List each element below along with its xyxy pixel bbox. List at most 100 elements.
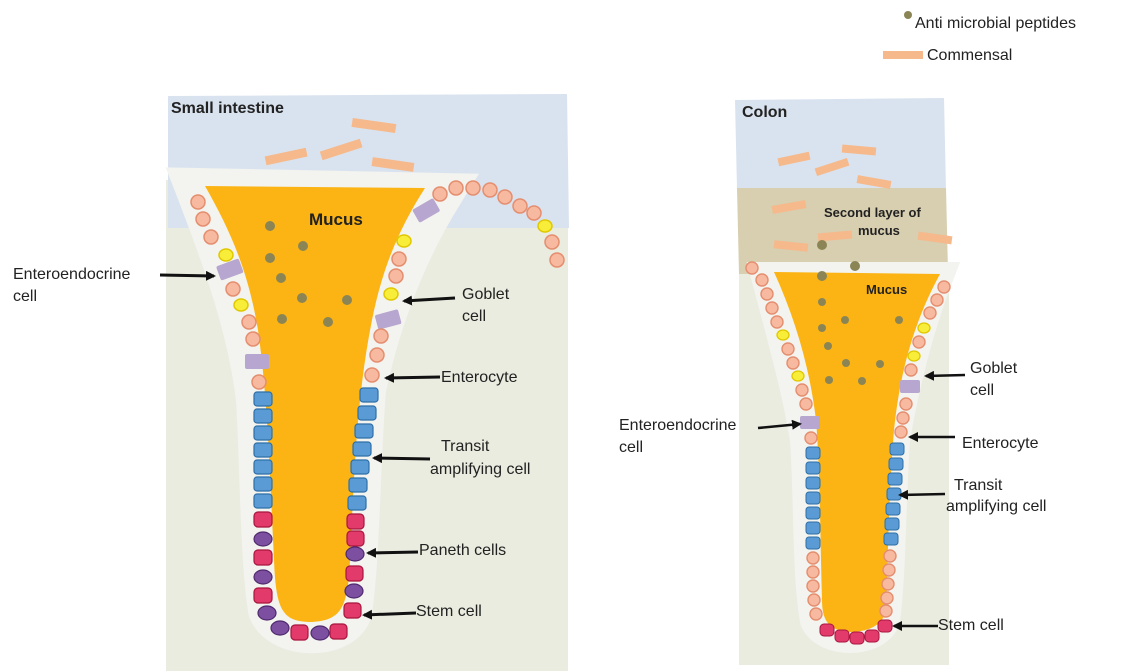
enterocyte-cell bbox=[545, 235, 559, 249]
si-enteroendocrine-arrow bbox=[160, 275, 214, 276]
enterocyte-cell bbox=[246, 332, 260, 346]
enterocyte-cell bbox=[905, 364, 917, 376]
transit-amplifying-cell bbox=[886, 503, 900, 515]
colon-peptide bbox=[858, 377, 866, 385]
enterocyte-cell bbox=[924, 307, 936, 319]
enterocyte-cell bbox=[931, 294, 943, 306]
stem-cell bbox=[850, 632, 864, 644]
enterocyte-cell bbox=[204, 230, 218, 244]
transit-amplifying-cell bbox=[254, 409, 272, 423]
enterocyte-cell bbox=[895, 426, 907, 438]
si-peptide bbox=[297, 293, 307, 303]
enterocyte-cell bbox=[808, 594, 820, 606]
stem-cell bbox=[254, 512, 272, 527]
legend-commensal-label: Commensal bbox=[927, 46, 1012, 65]
goblet-cell bbox=[777, 330, 789, 340]
si-transit-label-2: amplifying cell bbox=[430, 460, 530, 479]
legend-amp-label: Anti microbial peptides bbox=[915, 14, 1076, 33]
transit-amplifying-cell bbox=[349, 478, 367, 492]
transit-amplifying-cell bbox=[353, 442, 371, 456]
enterocyte-cell bbox=[392, 252, 406, 266]
stem-cell bbox=[347, 531, 364, 546]
transit-amplifying-cell bbox=[360, 388, 378, 402]
enterocyte-cell bbox=[389, 269, 403, 283]
enterocyte-cell bbox=[807, 566, 819, 578]
transit-amplifying-cell bbox=[885, 518, 899, 530]
colon-peptide bbox=[818, 324, 826, 332]
colon-peptide bbox=[841, 316, 849, 324]
enterocyte-cell bbox=[766, 302, 778, 314]
stem-cell bbox=[346, 566, 363, 581]
enterocyte-cell bbox=[807, 580, 819, 592]
enterocyte-cell bbox=[498, 190, 512, 204]
goblet-cell bbox=[918, 323, 930, 333]
si-paneth-arrow bbox=[368, 552, 418, 553]
enterocyte-cell bbox=[374, 329, 388, 343]
si-peptide bbox=[323, 317, 333, 327]
enterocyte-cell bbox=[897, 412, 909, 424]
enterocyte-cell bbox=[466, 181, 480, 195]
stem-cell bbox=[344, 603, 361, 618]
colon-panel bbox=[735, 98, 965, 665]
colon-transit-label-2: amplifying cell bbox=[946, 497, 1046, 516]
si-goblet-label-2: cell bbox=[462, 307, 486, 326]
stem-cell bbox=[347, 514, 364, 529]
enterocyte-cell bbox=[900, 398, 912, 410]
enterocyte-cell bbox=[796, 384, 808, 396]
enteroendocrine-cell bbox=[800, 416, 820, 429]
enterocyte-cell bbox=[550, 253, 564, 267]
transit-amplifying-cell bbox=[806, 447, 820, 459]
si-enterocyte-label: Enterocyte bbox=[441, 368, 517, 387]
enterocyte-cell bbox=[746, 262, 758, 274]
enterocyte-cell bbox=[800, 398, 812, 410]
colon-peptide bbox=[824, 342, 832, 350]
si-transit-arrow bbox=[374, 458, 430, 459]
enterocyte-cell bbox=[483, 183, 497, 197]
si-peptide bbox=[298, 241, 308, 251]
enterocyte-cell bbox=[882, 578, 894, 590]
si-peptide bbox=[276, 273, 286, 283]
si-paneth-label: Paneth cells bbox=[419, 541, 506, 560]
stem-cell bbox=[878, 620, 892, 632]
paneth-cell bbox=[254, 532, 272, 546]
transit-amplifying-cell bbox=[254, 426, 272, 440]
colon-goblet-label-1: Goblet bbox=[970, 359, 1017, 378]
colon-mucus-label: Mucus bbox=[866, 282, 907, 297]
stem-cell bbox=[330, 624, 347, 639]
enterocyte-cell bbox=[191, 195, 205, 209]
goblet-cell bbox=[792, 371, 804, 381]
colon-peptide bbox=[895, 316, 903, 324]
transit-amplifying-cell bbox=[889, 458, 903, 470]
colon-enteroendocrine-label-1: Enteroendocrine bbox=[619, 416, 736, 435]
enterocyte-cell bbox=[252, 375, 266, 389]
colon-peptide bbox=[817, 271, 827, 281]
colon-peptide bbox=[842, 359, 850, 367]
enterocyte-cell bbox=[449, 181, 463, 195]
si-stem-arrow bbox=[364, 613, 416, 615]
enterocyte-cell bbox=[771, 316, 783, 328]
enterocyte-cell bbox=[810, 608, 822, 620]
colon-enterocyte-label: Enterocyte bbox=[962, 434, 1038, 453]
transit-amplifying-cell bbox=[890, 443, 904, 455]
enterocyte-cell bbox=[782, 343, 794, 355]
colon-peptide bbox=[850, 261, 860, 271]
paneth-cell bbox=[346, 547, 364, 561]
transit-amplifying-cell bbox=[355, 424, 373, 438]
goblet-cell bbox=[397, 235, 411, 247]
enterocyte-cell bbox=[913, 336, 925, 348]
colon-transit-arrow bbox=[900, 494, 945, 495]
colon-title: Colon bbox=[742, 104, 787, 122]
colon-peptide bbox=[876, 360, 884, 368]
si-transit-label-1: Transit bbox=[441, 437, 489, 456]
legend-peptide-swatch bbox=[904, 11, 912, 19]
enterocyte-cell bbox=[370, 348, 384, 362]
stem-cell bbox=[254, 588, 272, 603]
enterocyte-cell bbox=[881, 592, 893, 604]
goblet-cell bbox=[908, 351, 920, 361]
paneth-cell bbox=[345, 584, 363, 598]
stem-cell bbox=[254, 550, 272, 565]
si-peptide bbox=[342, 295, 352, 305]
colon-enteroendocrine-label-2: cell bbox=[619, 438, 643, 457]
